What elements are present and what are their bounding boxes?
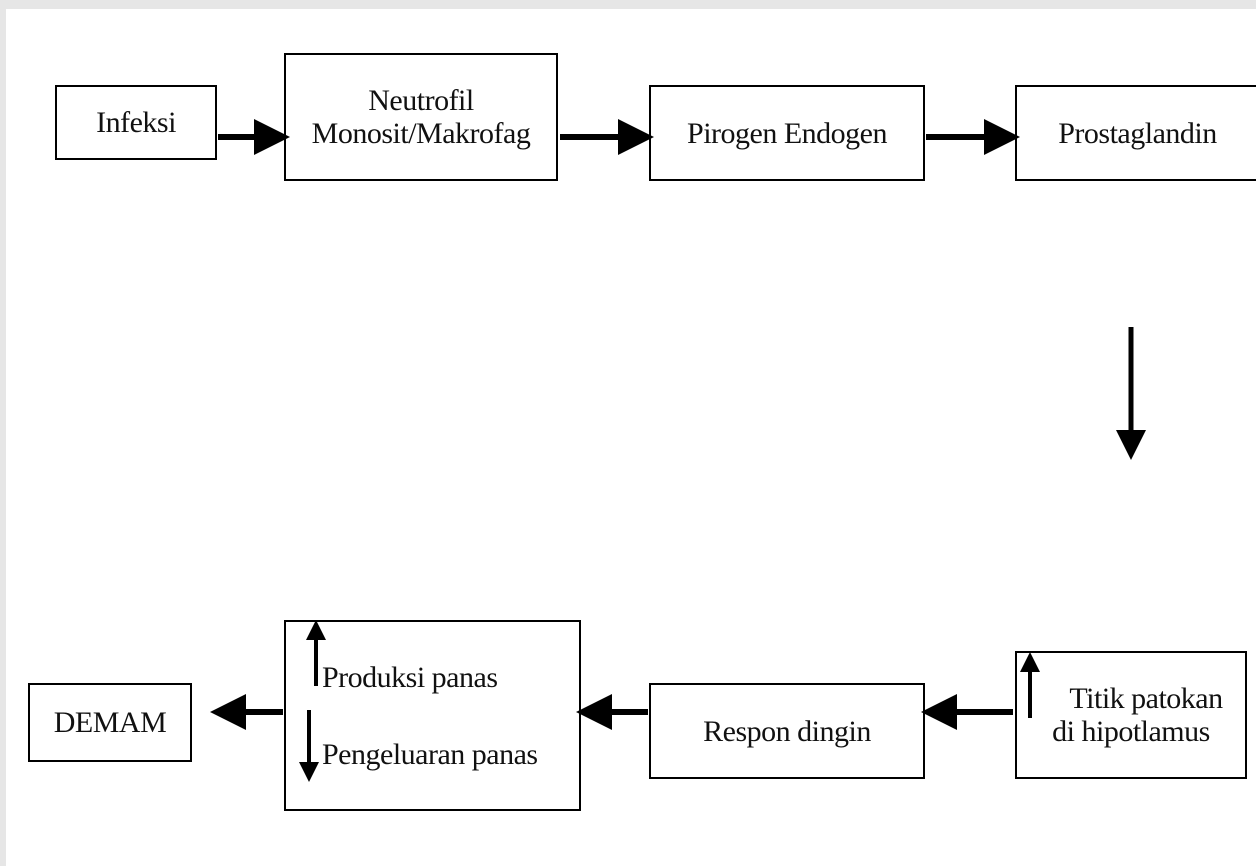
node-infeksi: Infeksi (55, 85, 217, 160)
node-demam-label: DEMAM (53, 706, 167, 739)
node-demam: DEMAM (28, 683, 192, 762)
node-titik-patokan-line2: di hipotlamus (1052, 715, 1210, 748)
node-respon-dingin-label: Respon dingin (703, 714, 871, 748)
node-respon-dingin: Respon dingin (649, 683, 925, 779)
node-prostaglandin-label: Prostaglandin (1058, 116, 1217, 150)
node-titik-patokan: Titik patokan di hipotlamus (1015, 651, 1247, 779)
node-neutrofil-line1: Neutrofil (368, 84, 474, 117)
node-titik-patokan-line1: Titik patokan (1069, 682, 1223, 715)
node-infeksi-label: Infeksi (96, 106, 176, 139)
node-prostaglandin: Prostaglandin (1015, 85, 1256, 181)
node-produksi-label: Produksi panas (322, 660, 498, 694)
node-pengeluaran-label: Pengeluaran panas (322, 737, 538, 771)
node-produksi-pengeluaran: Produksi panas Pengeluaran panas (284, 620, 581, 811)
node-pirogen-endogen-label: Pirogen Endogen (687, 116, 887, 150)
node-neutrofil: Neutrofil Monosit/Makrofag (284, 53, 558, 181)
node-pirogen-endogen: Pirogen Endogen (649, 85, 925, 181)
node-neutrofil-line2: Monosit/Makrofag (311, 117, 531, 150)
